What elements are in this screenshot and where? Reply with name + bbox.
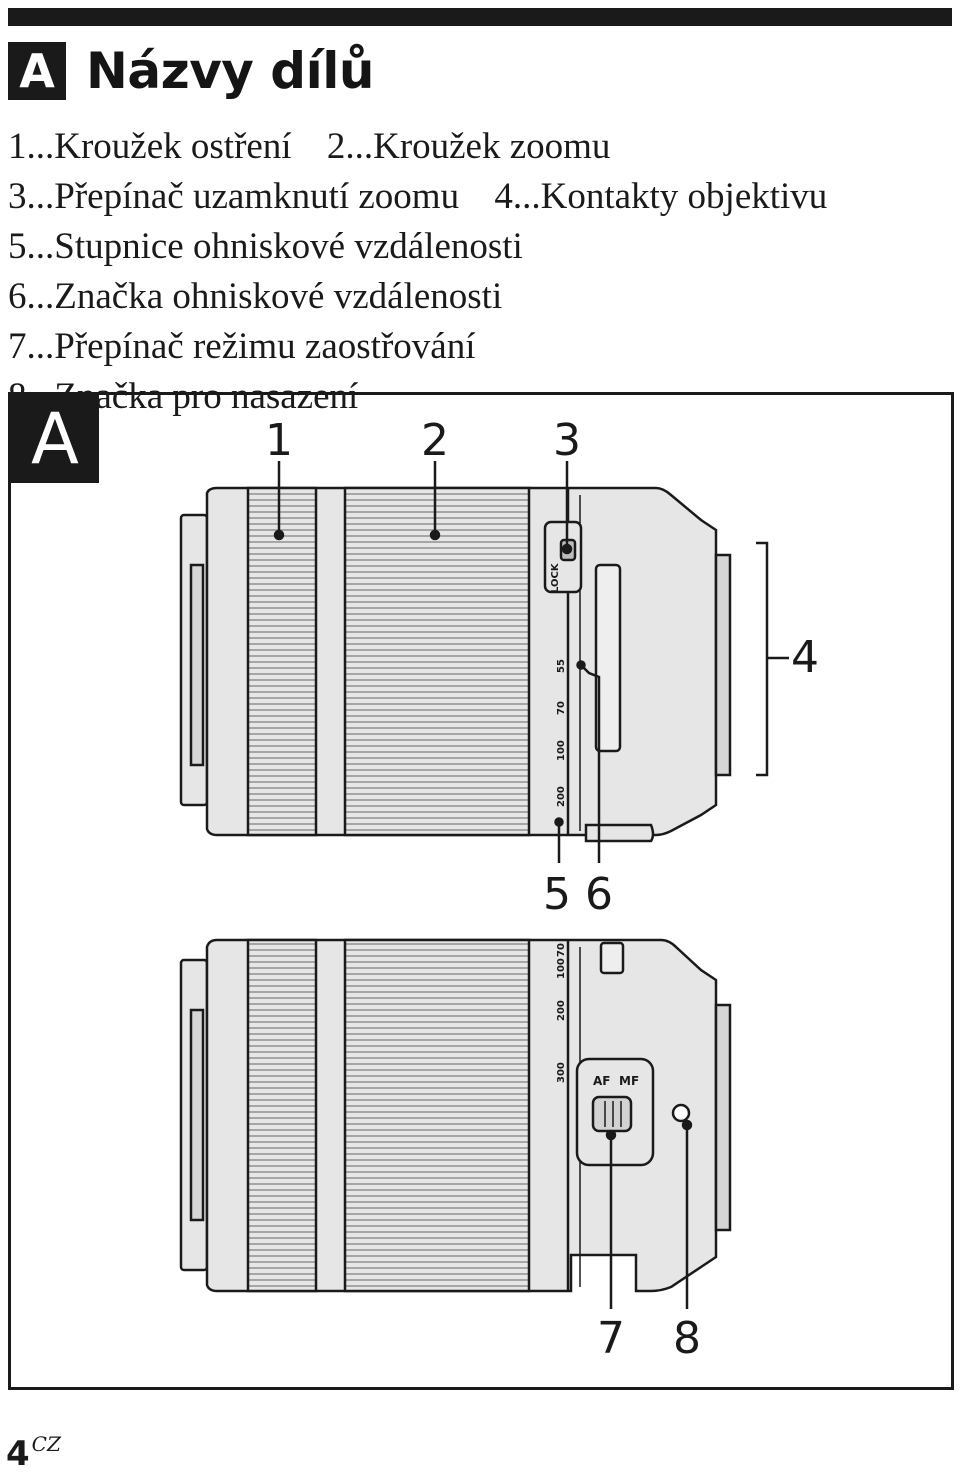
part-item-6: 6...Značka ohniskové vzdálenosti [8,276,503,317]
part-item-3: 3...Přepínač uzamknutí zoomu [8,176,460,217]
mount-bayonet-right-2 [714,1003,732,1232]
callout-3: 3 [553,415,581,466]
bottom-focal-mark-3: 200 [556,1000,567,1021]
leader-lines [273,461,789,1309]
part-item-4: 4...Kontakty objektivu [494,176,828,217]
top-focal-mark-4: 200 [556,786,567,807]
lens-diagram: LOCK 55 70 100 200 [179,461,789,1309]
part-item-5: 5...Stupnice ohniskové vzdálenosti [8,226,523,267]
lens-top-labels: LOCK 55 70 100 200 [550,562,567,807]
lens-bottom-labels: 70 100 200 300 AF MF [556,943,639,1088]
callout-2: 2 [421,415,449,466]
focus-ring [246,486,318,837]
focal-window-2 [599,941,625,975]
lens-figure: A [8,392,954,1390]
mount-flange-left-inner [189,563,205,767]
top-focal-mark-1: 55 [556,659,567,673]
bottom-focal-mark-4: 300 [556,1062,567,1083]
zoom-ring [343,486,531,837]
callout-7: 7 [597,1313,625,1364]
zoom-ring-2 [343,938,531,1293]
callout-4: 4 [791,632,819,683]
focal-window [594,563,622,753]
callout-1: 1 [265,415,293,466]
lock-label: LOCK [550,562,561,593]
section-badge: A [8,42,66,100]
callout-6: 6 [585,869,613,920]
callout-8: 8 [673,1313,701,1364]
mf-label: MF [619,1074,639,1088]
mounting-index [671,1103,691,1123]
lens-tab [584,823,655,843]
part-item-1: 1...Kroužek ostření [8,126,292,167]
lens-bottom-view [179,938,732,1293]
mount-bayonet-right [714,553,732,777]
bottom-focal-mark-1: 70 [556,943,567,957]
section-heading: A Názvy dílů [8,40,374,102]
callout-5: 5 [543,869,571,920]
bottom-focal-mark-2: 100 [556,958,567,979]
part-item-7: 7...Přepínač režimu zaostřování [8,326,476,367]
top-focal-mark-3: 100 [556,740,567,761]
focus-ring-2 [246,938,318,1293]
lens-top-view [179,486,732,843]
page-number-value: 4 [6,1434,30,1474]
language-mark: CZ [31,1432,61,1456]
figure-badge: A [11,395,99,483]
parts-list: 1...Kroužek ostření 2...Kroužek zoomu 3.… [8,122,956,422]
top-rule [8,8,952,26]
top-focal-mark-2: 70 [556,701,567,715]
af-mf-switch [591,1095,633,1133]
af-label: AF [593,1074,610,1088]
page-title: Názvy dílů [86,42,374,100]
part-item-2: 2...Kroužek zoomu [326,126,611,167]
